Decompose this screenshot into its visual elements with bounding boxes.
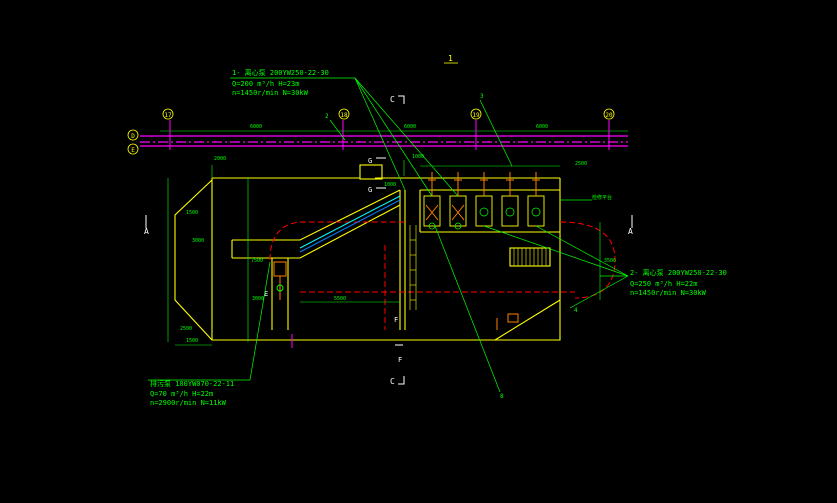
svg-text:F: F [394,316,398,324]
pump-impellers [428,207,541,230]
axis-bubble-20: 20 [603,108,615,120]
dim-text: 2500 [180,326,192,332]
pump2-line1: 2- 离心泵 200YW250-22-30 [630,268,727,277]
axis-label-20: 20 [605,112,613,119]
pump-callout-2: 2- 离心泵 200YW250-22-30 Q=250 m³/h H=22m n… [630,268,727,297]
pump3-line3: n=2900r/min N=11kW [150,399,227,407]
section-mark-a-right: A [628,215,633,236]
axis-bubble-row-top: D [127,129,139,141]
leader-tag-3: 3 [480,93,484,100]
dim-text: 7500 [251,258,263,264]
pump1-line2: Q=200 m³/h H=23m [232,80,299,88]
dim-text: 2500 [575,161,587,167]
section-mark-g: G G [368,157,386,194]
svg-text:F: F [398,356,402,364]
drain-fixture [291,313,519,348]
axis-bubble-19: 19 [470,108,482,120]
dim-text: 3500 [604,258,616,264]
svg-text:A: A [144,227,149,236]
pump3-line2: Q=70 m³/h H=22m [150,390,213,398]
pump-callout-3: 排污泵 100YW070-22-11 Q=70 m³/h H=22m n=290… [150,379,234,407]
inlet-pipe [299,195,401,253]
dim-text: 5500 [334,296,346,302]
dim-text: 1500 [186,338,198,344]
hidden-lines [269,221,616,330]
pump1-line3: n=1450r/min N=30kW [232,89,309,97]
dim-text: 3000 [252,296,264,302]
dim-text: 1500 [186,210,198,216]
dim-text: 1000 [384,182,396,188]
leader-tag-4: 4 [574,307,578,314]
pump2-line2: Q=250 m³/h H=22m [630,280,697,288]
section-mark-c-top: C [390,95,405,104]
axis-label-row-top: D [131,133,135,140]
axis-lines [140,120,628,150]
dim-text: 1000 [412,154,424,160]
callout-leaders [148,77,629,393]
dim-text: 6000 [250,124,262,130]
axis-label-17: 17 [164,112,172,119]
svg-text:G: G [368,157,372,165]
pump-valves [425,172,540,221]
dim-text: 6000 [404,124,416,130]
axis-label-18: 18 [340,112,348,119]
pump2-line3: n=1450r/min N=30kW [630,289,707,297]
axis-bubble-row-bottom: E [127,143,139,155]
sludge-pump [273,261,287,300]
svg-text:C: C [390,95,395,104]
svg-text:C: C [390,377,395,386]
pump-callout-1: 1- 离心泵 200YW250-22-30 Q=200 m³/h H=23m n… [232,68,329,97]
leader-tag-8: 8 [500,393,504,400]
pump3-line1: 排污泵 100YW070-22-11 [150,379,234,388]
wall-ladder [409,225,417,310]
pump1-line1: 1- 离心泵 200YW250-22-30 [232,68,329,77]
section-mark-f: F F [394,316,403,364]
axis-label-19: 19 [472,112,480,119]
svg-text:G: G [368,186,372,194]
stair-treads [513,248,547,266]
sheet-mark: 1 [448,54,453,63]
leader-tag-2: 2 [325,113,329,120]
pump-house-outline [174,164,561,341]
svg-text:A: A [628,227,633,236]
section-mark-c-bottom: C [390,376,405,386]
axis-label-row-bottom: E [131,147,135,154]
svg-text:E: E [264,290,268,298]
axis-bubble-17: 17 [162,108,174,120]
section-mark-e: E [264,290,268,298]
dim-text: 2000 [214,156,226,162]
section-mark-a-left: A [144,215,149,236]
dim-text: 6000 [536,124,548,130]
axis-bubble-18: 18 [338,108,350,120]
leader-tag-note: 检修平台 [592,194,612,201]
dim-text: 3000 [192,238,204,244]
